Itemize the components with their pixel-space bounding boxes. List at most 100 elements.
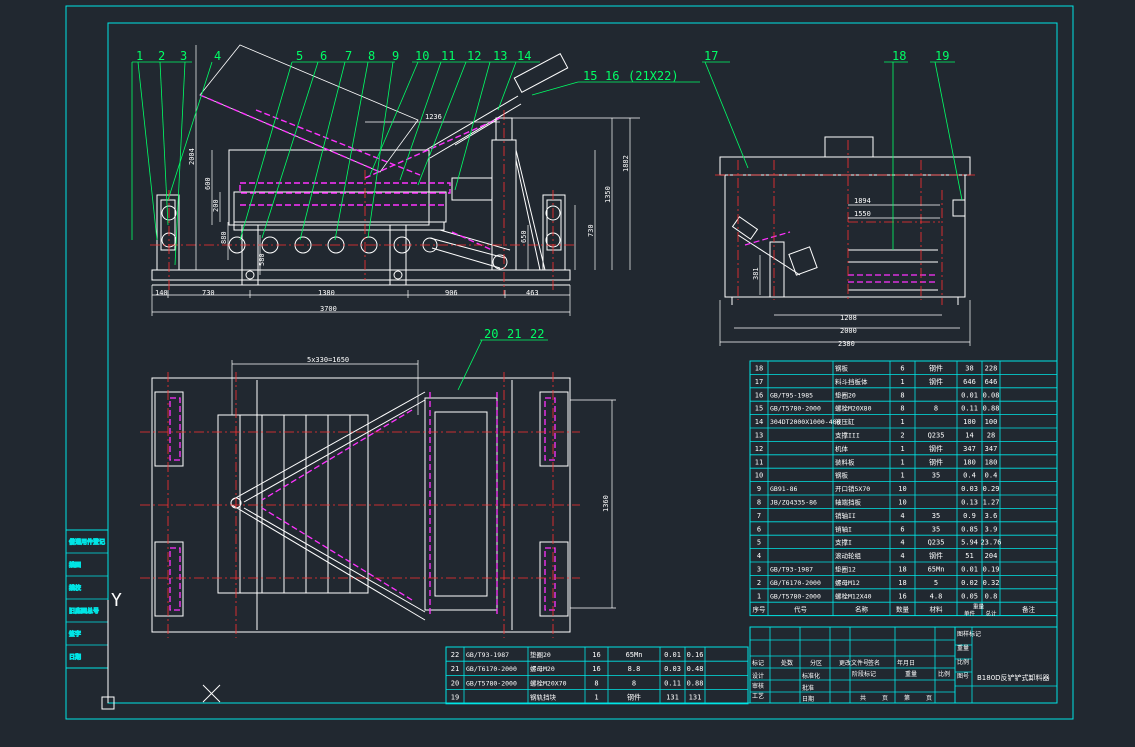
title-block-standardization: 标准化: [802, 672, 820, 680]
parts-row-name: 滚动轮组: [835, 551, 862, 560]
parts-row-material: 35: [932, 472, 940, 480]
parts-row-total-weight: 0.8: [985, 592, 998, 600]
parts-row-unit-weight: 51: [965, 552, 973, 560]
side-stamp-label: 借通用件登记: [69, 538, 105, 546]
dim-1894: 1894: [854, 197, 871, 205]
balloon-19: 19: [935, 49, 949, 63]
parts-header-material: 材料: [930, 605, 944, 614]
dim-seg-463: 463: [526, 289, 539, 297]
parts-row-material: 钢件: [929, 457, 943, 466]
title-block: 标记处数分区更改文件号签名年月日设计审核工艺标准化批准日期阶段标记重量比例共页第…: [749, 626, 1058, 704]
parts-row-unit-weight: 0.13: [961, 499, 978, 507]
parts-row-no: 17: [755, 378, 763, 386]
parts-row-unit-weight: 0.9: [963, 512, 976, 520]
parts-row-no: 6: [757, 525, 761, 533]
parts-row-total-weight: 3.9: [985, 525, 998, 533]
parts-row-name: 支撑III: [835, 431, 860, 440]
side-stamp-label: 日期: [69, 653, 81, 661]
parts-row-material: 5: [934, 579, 938, 587]
parts-row-name: 垫圈12: [835, 565, 856, 574]
parts-row-total-weight: 0.19: [983, 566, 1000, 574]
parts-header-remark: 备注: [1022, 605, 1036, 614]
lower-row-total-weight: 131: [689, 694, 702, 702]
parts-row-qty: 8: [900, 405, 904, 413]
parts-row-unit-weight: 0.03: [961, 485, 978, 493]
balloon-3: 3: [180, 49, 187, 63]
parts-row-qty: 6: [900, 525, 904, 533]
parts-row-name: 垫圈20: [835, 390, 856, 399]
parts-row-unit-weight: 0.01: [961, 391, 978, 399]
dim-880: 880: [220, 231, 228, 244]
parts-row-qty: 4: [900, 512, 904, 520]
balloon-22: 22: [530, 327, 544, 341]
lower-row-no: 21: [451, 665, 459, 673]
parts-row-total-weight: 3.6: [985, 512, 998, 520]
parts-row-qty: 18: [898, 566, 906, 574]
parts-row-code: GB/T93-1987: [770, 566, 813, 574]
balloon-6: 6: [320, 49, 327, 63]
dim-overall-3700: 3700: [320, 305, 337, 313]
title-block-right-label: 比例: [957, 658, 969, 666]
parts-row-total-weight: 228: [985, 365, 998, 373]
title-block-stage: 阶段标记: [852, 670, 876, 678]
side-stamp-label: 描校: [69, 584, 81, 592]
parts-row-code: GB/T5780-2000: [770, 592, 821, 600]
parts-row-material: 35: [932, 512, 940, 520]
lower-row-total-weight: 0.48: [687, 665, 704, 673]
title-block-date: 日期: [802, 695, 814, 703]
side-stamp-label: 签字: [69, 630, 81, 638]
dim-1236: 1236: [425, 113, 442, 121]
balloon-20: 20: [484, 327, 498, 341]
parts-row-no: 16: [755, 391, 763, 399]
parts-row-total-weight: 204: [985, 552, 998, 560]
parts-row-no: 11: [755, 458, 763, 466]
parts-row-unit-weight: 5.94: [961, 539, 978, 547]
parts-row-total-weight: 0.29: [983, 485, 1000, 493]
lower-row-code: GB/T93-1987: [466, 651, 509, 659]
parts-row-unit-weight: 0.01: [961, 566, 978, 574]
dim-seg-140: 140: [155, 289, 168, 297]
parts-row-unit-weight: 646: [963, 378, 976, 386]
parts-row-total-weight: 0.08: [983, 391, 1000, 399]
dim-580: 580: [258, 253, 266, 266]
parts-row-name: 钢板: [835, 471, 849, 480]
parts-row-name: 开口销5X70: [835, 484, 870, 493]
balloon-7: 7: [345, 49, 352, 63]
parts-header-code: 代号: [794, 605, 808, 614]
title-block-weight: 重量: [905, 670, 917, 678]
parts-row-qty: 4: [900, 539, 904, 547]
lower-row-no: 20: [451, 679, 459, 687]
title-block-sheet: 页: [882, 695, 888, 702]
balloon-14: 14: [517, 49, 531, 63]
parts-row-unit-weight: 180: [963, 458, 976, 466]
parts-row-material: 35: [932, 525, 940, 533]
parts-row-material: 钢件: [929, 444, 943, 453]
title-block-role: 工艺: [752, 692, 764, 700]
dim-pitch: 5x330=1650: [307, 356, 349, 364]
parts-row-material: 钢件: [929, 551, 943, 560]
parts-row-code: GB/T6170-2000: [770, 579, 821, 587]
parts-row-no: 12: [755, 445, 763, 453]
title-block-label: 年月日: [897, 659, 915, 667]
balloon-21: 21: [507, 327, 521, 341]
title-block-label: 标记: [752, 659, 764, 667]
dim-1882: 1882: [622, 155, 630, 172]
dim-seg-1380: 1380: [318, 289, 335, 297]
parts-row-no: 14: [755, 418, 763, 426]
parts-row-material: 8: [934, 405, 938, 413]
title-block-label: 更改文件号: [839, 659, 869, 667]
lower-row-name: 螺栓M20X70: [530, 678, 567, 687]
parts-row-no: 2: [757, 579, 761, 587]
parts-row-unit-weight: 0.85: [961, 525, 978, 533]
lower-row-no: 19: [451, 694, 459, 702]
parts-row-total-weight: 23.76: [980, 539, 1001, 547]
parts-row-no: 13: [755, 432, 763, 440]
parts-row-name: 销轴II: [835, 511, 856, 520]
axis-y-label: Y: [111, 590, 122, 611]
parts-row-total-weight: 347: [985, 445, 998, 453]
parts-row-total-weight: 100: [985, 418, 998, 426]
dim-730v: 730: [587, 224, 595, 237]
